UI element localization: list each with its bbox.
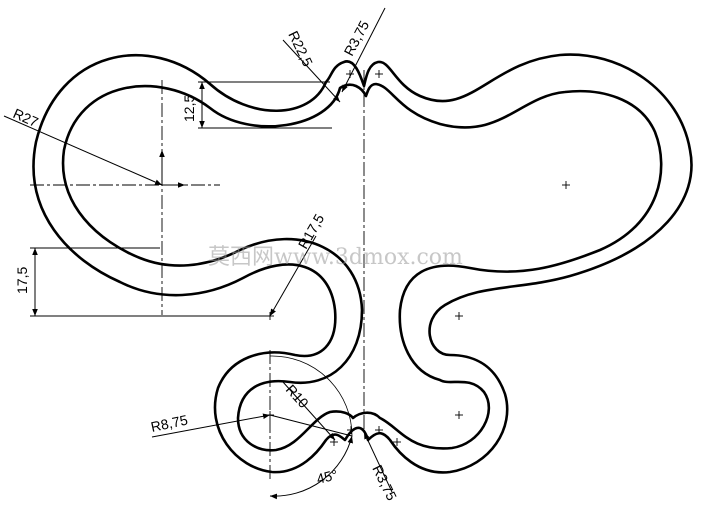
center-mark-top-b (375, 70, 383, 78)
r22-5-label: R22,5 (285, 28, 316, 69)
r27-label: R27 (11, 105, 41, 130)
r17-5-leader (269, 235, 317, 317)
outer-contour (32, 53, 693, 474)
angle-45-guide (269, 355, 353, 437)
r27-leader (3, 115, 163, 186)
r8-75-leader (151, 413, 271, 438)
r8-75-label: R8,75 (149, 411, 189, 434)
r22-5-leader (282, 39, 341, 103)
center-mark-bottom-b (347, 426, 355, 434)
r3-75-bottom-label: R3,75 (369, 462, 400, 503)
d12-5-label: 12,5 (181, 95, 197, 122)
center-mark-bottom-d (393, 438, 401, 446)
r3-75-top-leader (341, 7, 386, 93)
r10-leader (282, 381, 336, 441)
d17-5-label: 17,5 (14, 267, 30, 294)
angle-45-label: 45° (315, 466, 339, 487)
r3-75-top-label: R3,75 (341, 18, 373, 59)
r3-75-bottom-leader (363, 431, 393, 493)
center-mark-bottom-c (375, 426, 383, 434)
center-mark-right-low (455, 411, 463, 419)
center-mark-right-mid (455, 312, 463, 320)
angle-45-ray (269, 414, 353, 437)
inner-contour (61, 82, 663, 452)
angle-45-arc (269, 435, 353, 500)
r10-label: R10 (283, 381, 312, 411)
watermark: 莫西网www.3dmox.com (208, 245, 463, 270)
center-mark-right (562, 181, 570, 189)
